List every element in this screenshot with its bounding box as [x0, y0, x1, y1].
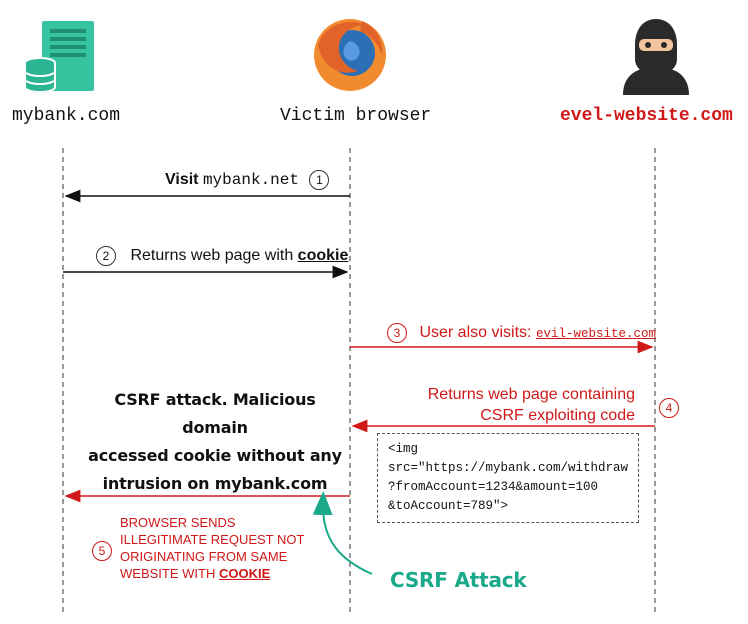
step-number-3: 3	[387, 323, 407, 343]
message-1: Visit mybank.net 1	[165, 170, 330, 190]
csrf-note-line3: intrusion on mybank.com	[102, 474, 328, 493]
message-5-line1: BROWSER SENDS	[120, 515, 236, 530]
message-5: BROWSER SENDS ILLEGITIMATE REQUEST NOT O…	[120, 514, 304, 582]
actor-label-attacker: evel-website.com	[560, 106, 733, 126]
code-line-2: src="https://mybank.com/withdraw	[388, 461, 629, 475]
bank-server-icon	[24, 21, 94, 93]
firefox-browser-icon	[314, 19, 386, 91]
actor-label-bank: mybank.com	[12, 106, 121, 126]
code-line-3: ?fromAccount=1234&amount=100	[388, 480, 599, 494]
step-number-4: 4	[659, 398, 679, 418]
message-2: 2 Returns web page with cookie	[96, 246, 348, 266]
message-1-domain: mybank.net	[202, 171, 299, 190]
code-line-4: &toAccount=789">	[388, 499, 509, 513]
message-4: Returns web page containing CSRF exploit…	[405, 384, 635, 426]
message-5-line3: ORIGINATING FROM SAME	[120, 549, 288, 564]
csrf-note: CSRF attack. Malicious domain accessed c…	[80, 386, 350, 498]
csrf-attack-label: CSRF Attack	[390, 568, 527, 592]
message-5-line4-prefix: WEBSITE WITH	[120, 566, 216, 581]
message-3-text: User also visits:	[419, 324, 532, 342]
code-line-1: <img	[388, 442, 419, 456]
message-2-cookie: cookie	[297, 247, 349, 265]
step-number-2: 2	[96, 246, 116, 266]
csrf-note-line2: accessed cookie without any	[88, 446, 342, 465]
exploit-code-box: <img src="https://mybank.com/withdraw ?fro…	[377, 433, 639, 523]
message-1-verb: Visit	[165, 171, 199, 189]
step-number-1: 1	[309, 170, 330, 190]
message-3-domain: evil-website.com	[535, 327, 656, 342]
actor-label-browser: Victim browser	[280, 106, 432, 126]
message-5-line2: ILLEGITIMATE REQUEST NOT	[120, 532, 305, 547]
message-5-cookie: COOKIE	[218, 566, 271, 581]
csrf-note-line1: CSRF attack. Malicious domain	[114, 390, 316, 437]
message-4-line2: CSRF exploiting code	[480, 407, 635, 424]
attack-pointer-arrow	[312, 491, 373, 575]
hacker-icon	[623, 19, 689, 95]
message-3: 3 User also visits: evil-website.com	[387, 323, 656, 343]
message-2-text: Returns web page with	[130, 247, 294, 265]
step-number-5: 5	[92, 541, 112, 561]
message-5-line4: WEBSITE WITH COOKIE	[120, 565, 304, 582]
message-4-line1: Returns web page containing	[427, 386, 635, 403]
